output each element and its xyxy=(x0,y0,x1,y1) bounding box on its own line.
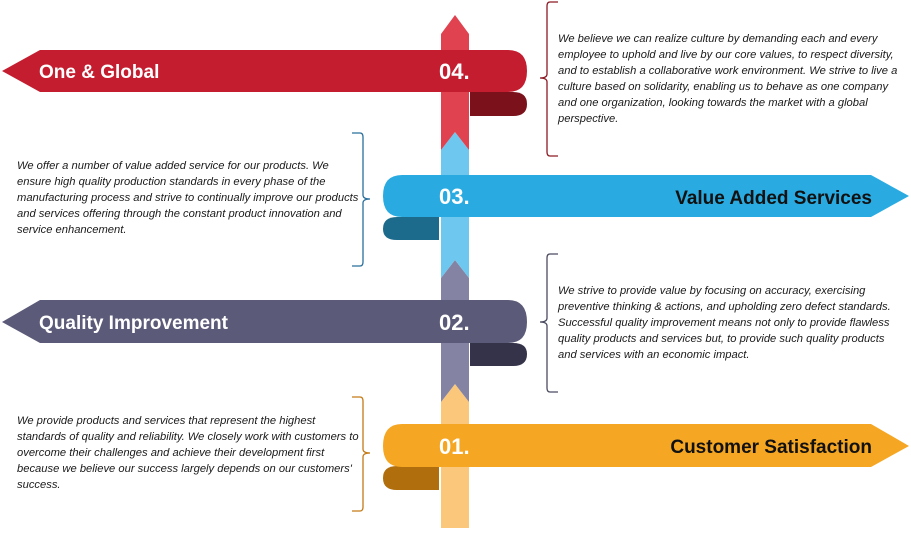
step-description-01: We provide products and services that re… xyxy=(17,415,359,491)
step-description-03: We offer a number of value added service… xyxy=(17,160,359,236)
step-number-03: 03. xyxy=(439,184,470,209)
banner-arrow-04 xyxy=(2,50,527,92)
banner-arrow-01 xyxy=(383,424,909,467)
step-number-02: 02. xyxy=(439,310,470,335)
bracket-01 xyxy=(352,396,371,512)
step-title-02: Quality Improvement xyxy=(39,313,229,334)
bracket-04 xyxy=(539,1,558,157)
step-title-04: One & Global xyxy=(39,62,159,83)
bracket-02 xyxy=(539,253,558,393)
bracket-03 xyxy=(352,132,371,267)
step-number-04: 04. xyxy=(439,59,470,84)
banner-fold-03 xyxy=(383,217,439,240)
banner-fold-04 xyxy=(470,92,527,116)
step-title-03: Value Added Services xyxy=(675,188,872,209)
step-number-01: 01. xyxy=(439,434,470,459)
banner-fold-01 xyxy=(383,466,439,490)
step-description-02: We strive to provide value by focusing o… xyxy=(558,285,891,361)
step-title-01: Customer Satisfaction xyxy=(670,437,872,458)
banner-arrow-02 xyxy=(2,300,527,343)
banner-fold-02 xyxy=(470,343,527,366)
step-description-04: We believe we can realize culture by dem… xyxy=(558,33,898,125)
banner-arrow-03 xyxy=(383,175,909,217)
